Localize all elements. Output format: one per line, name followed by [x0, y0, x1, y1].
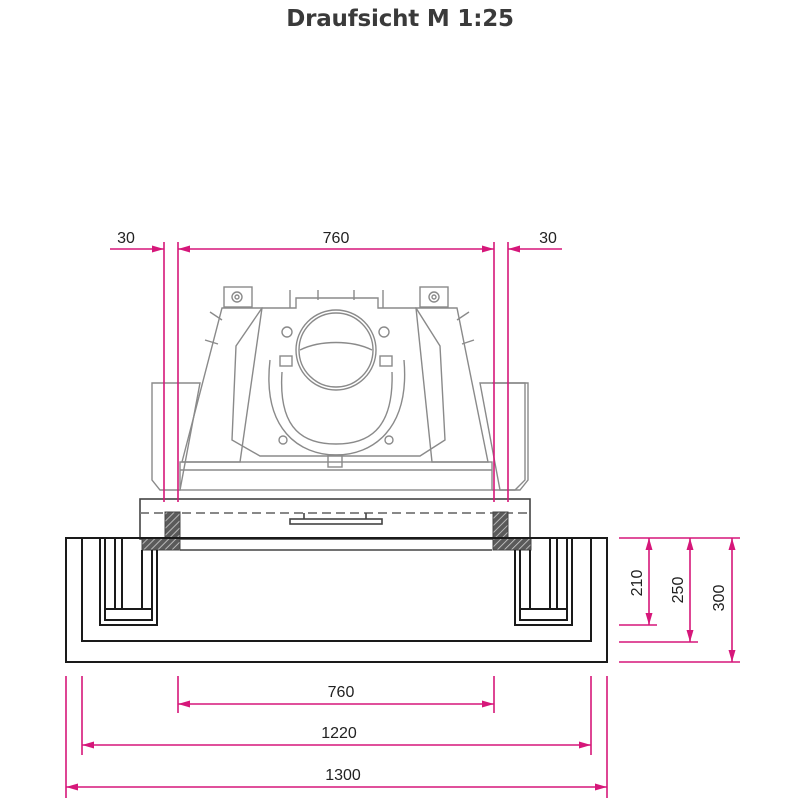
- dimension-lines-bottom: [65, 676, 608, 798]
- base-structure: [65, 537, 608, 663]
- dimension-lines-right: [619, 537, 740, 663]
- dim-top-left-margin: 30: [117, 230, 135, 247]
- dim-bottom-mid-width: 1220: [321, 725, 357, 742]
- dim-top-inner-width: 760: [323, 230, 350, 247]
- dim-top-right-margin: 30: [539, 230, 557, 247]
- dim-right-h3: 300: [711, 585, 728, 612]
- drawing-title: Draufsicht M 1:25: [286, 6, 514, 32]
- fireplace-insert: [151, 286, 529, 491]
- frame: [139, 498, 532, 551]
- dim-bottom-outer-width: 1300: [325, 767, 361, 784]
- dim-right-h2: 250: [670, 577, 687, 604]
- dim-right-h1: 210: [629, 570, 646, 597]
- dim-bottom-inner-width: 760: [328, 684, 355, 701]
- dimension-lines-top: [110, 242, 562, 502]
